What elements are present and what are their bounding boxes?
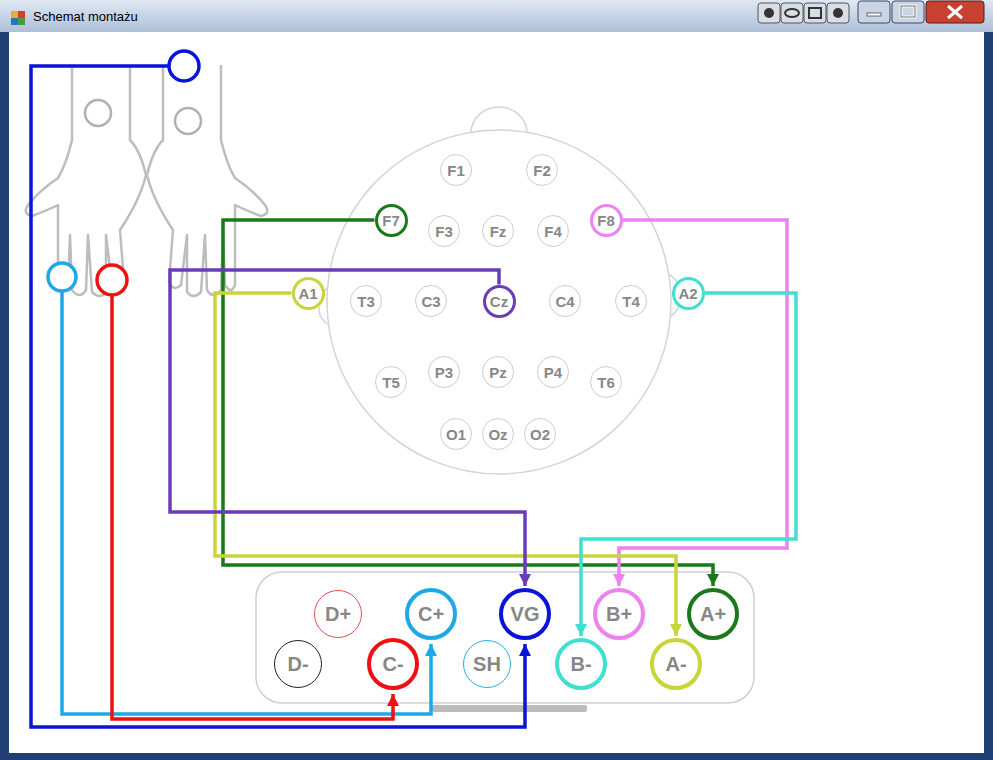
electrode-circle: T4 (615, 285, 647, 317)
electrode-label: D- (287, 654, 308, 674)
hand-outline (147, 65, 267, 296)
electrode-label: C4 (555, 294, 574, 309)
wrist-electrode (85, 100, 111, 126)
terminal-circle: B+ (593, 588, 645, 640)
hand-electrode (97, 265, 127, 295)
terminal-circle: A- (650, 638, 702, 690)
electrode-circle: T5 (375, 366, 407, 398)
hands-illustration (26, 65, 268, 296)
electrode-label: T3 (357, 294, 375, 309)
electrode-label: O1 (446, 427, 466, 442)
electrode-circle: P4 (537, 356, 569, 388)
electrode-label: C- (382, 654, 403, 674)
tray-icons (758, 3, 849, 23)
terminal-circle: C- (367, 638, 419, 690)
electrode-label: F8 (597, 213, 615, 228)
terminal-circle: D- (274, 640, 322, 688)
electrode-circle: F2 (526, 154, 558, 186)
electrode-label: SH (473, 654, 501, 674)
terminal-circle: A+ (687, 588, 739, 640)
app-icon (11, 11, 25, 25)
hand-electrode (48, 263, 76, 291)
head (327, 130, 671, 474)
electrode-label: B+ (606, 604, 632, 624)
electrode-circle: A1 (292, 277, 325, 310)
wire (112, 295, 393, 719)
terminal-circle: SH (463, 640, 511, 688)
electrode-label: C+ (418, 604, 444, 624)
electrode-label: Pz (489, 365, 507, 380)
terminal-circle: VG (499, 588, 551, 640)
electrode-label: T4 (622, 294, 640, 309)
window-buttons (858, 1, 984, 23)
connector-panel (256, 572, 754, 703)
electrode-label: F3 (435, 224, 453, 239)
wrist-electrode (175, 108, 201, 134)
electrode-circle: C4 (549, 285, 581, 317)
electrode-circle: P3 (428, 356, 460, 388)
window-title: Schemat montażu (33, 9, 138, 24)
electrode-circle: Cz (483, 285, 516, 318)
electrode-label: F2 (533, 163, 551, 178)
electrode-circle: F4 (537, 215, 569, 247)
electrode-label: T5 (382, 375, 400, 390)
electrode-circle: F1 (440, 154, 472, 186)
electrode-label: T6 (597, 375, 615, 390)
electrode-circle: O2 (524, 418, 556, 450)
electrode-circle: O1 (440, 418, 472, 450)
electrode-label: Oz (488, 427, 507, 442)
terminal-circle: D+ (314, 590, 362, 638)
electrode-label: F1 (447, 163, 465, 178)
title-bar (0, 0, 993, 32)
nose (471, 107, 527, 133)
wire (62, 292, 431, 714)
cable-strip (432, 705, 587, 712)
electrode-label: Cz (490, 294, 508, 309)
electrode-wire (170, 270, 525, 586)
electrode-label: F7 (382, 213, 400, 228)
electrode-circle: Oz (482, 418, 514, 450)
electrode-wire (581, 293, 796, 636)
electrode-label: B- (570, 654, 591, 674)
head-outline (319, 107, 681, 474)
electrode-label: Fz (490, 224, 507, 239)
electrode-label: F4 (544, 224, 562, 239)
electrode-wire (223, 220, 713, 586)
electrode-label: C3 (421, 294, 440, 309)
electrode-label: P4 (544, 365, 562, 380)
electrode-label: P3 (435, 365, 453, 380)
electrode-label: D+ (325, 604, 351, 624)
electrode-wire (619, 220, 787, 586)
client-area (9, 32, 984, 753)
hand-outline (26, 65, 146, 296)
electrode-circle: T3 (350, 285, 382, 317)
electrode-label: A2 (678, 286, 697, 301)
window-title-text: Schemat montażu (33, 9, 138, 24)
electrode-label: A- (665, 654, 686, 674)
electrode-circle: C3 (415, 285, 447, 317)
wire (31, 66, 525, 727)
electrode-wire (215, 293, 676, 636)
electrode-label: O2 (530, 427, 550, 442)
electrode-circle: F8 (590, 204, 623, 237)
electrode-label: A+ (700, 604, 726, 624)
electrode-circle: F7 (375, 204, 408, 237)
hand-wires (31, 66, 525, 727)
electrode-circle: A2 (672, 277, 705, 310)
electrode-circle: Fz (482, 215, 514, 247)
terminal-circle: B- (555, 638, 607, 690)
electrode-circle: T6 (590, 366, 622, 398)
terminal-circle: C+ (405, 588, 457, 640)
hand-electrode (169, 51, 199, 81)
electrode-label: VG (511, 604, 540, 624)
electrode-circle: Pz (482, 356, 514, 388)
electrode-circle: F3 (428, 215, 460, 247)
electrode-label: A1 (298, 286, 317, 301)
